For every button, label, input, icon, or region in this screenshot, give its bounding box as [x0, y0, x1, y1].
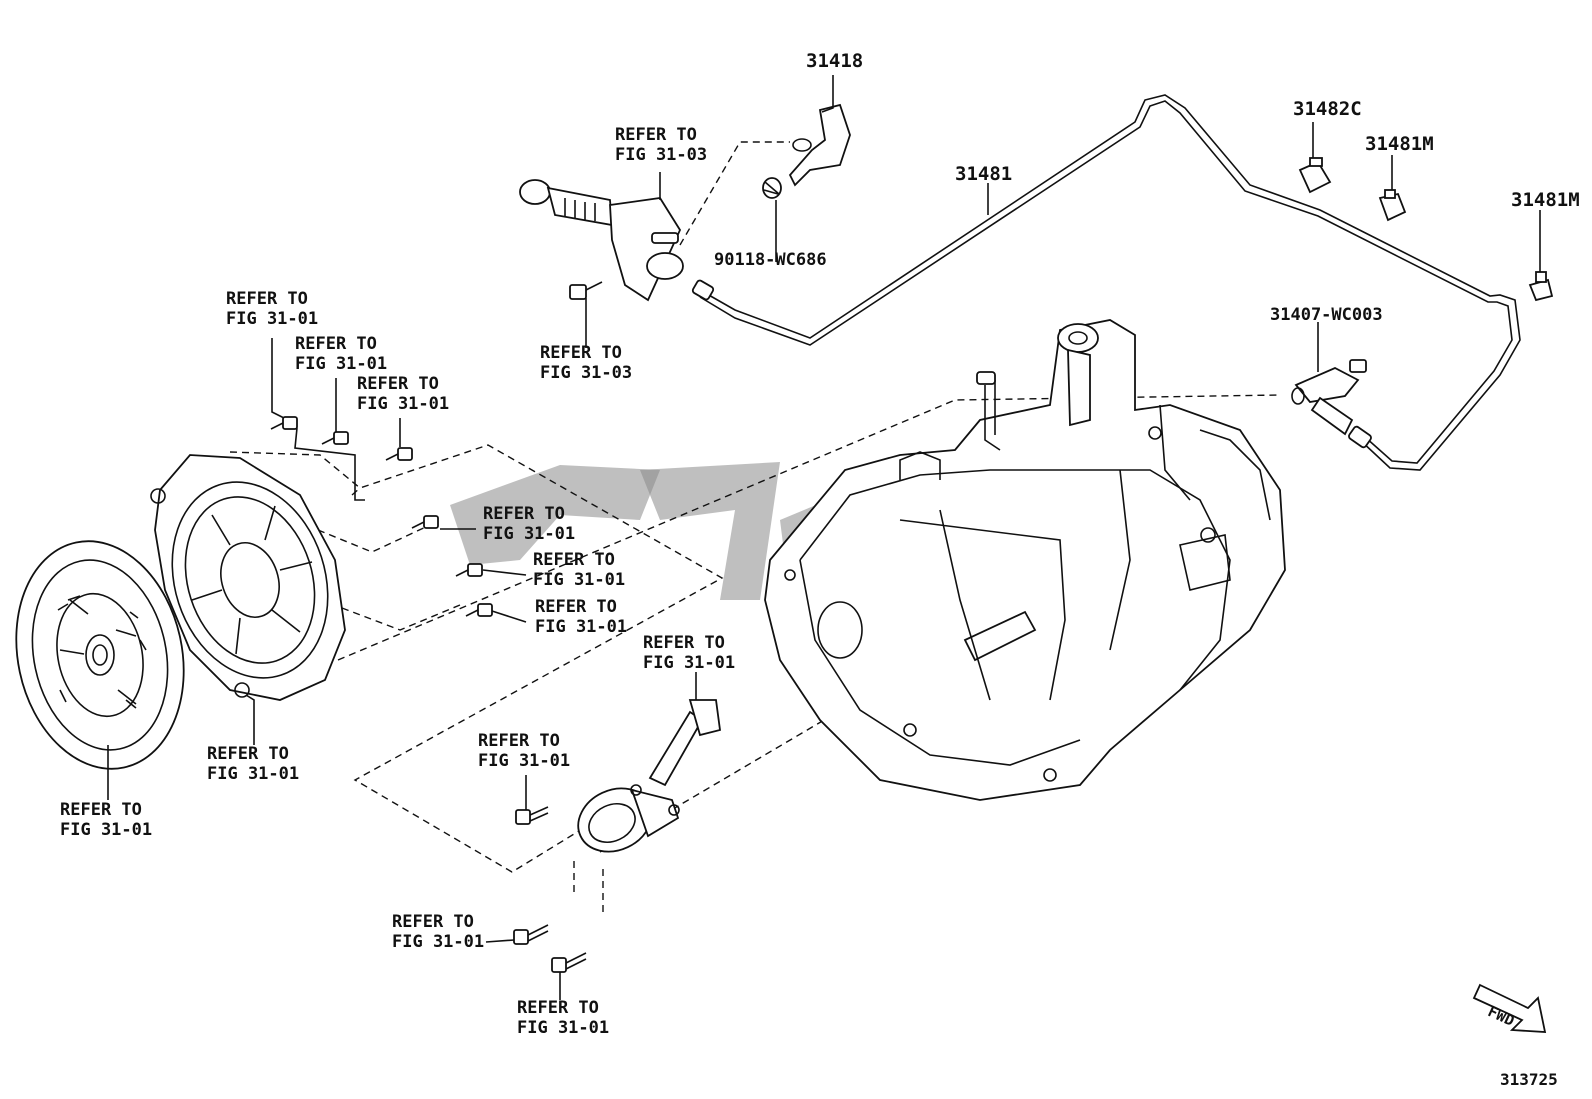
ref-label-line1: REFER TO	[207, 744, 289, 764]
fwd-arrow-icon: FWD	[1472, 983, 1547, 1033]
release-bolt-2	[513, 924, 549, 945]
ref-label-line2: FIG 31-01	[392, 932, 484, 952]
release-bolt-3	[551, 952, 587, 973]
ref-label-line2: FIG 31-01	[483, 524, 575, 544]
release-bolt-1	[515, 806, 549, 825]
part-number-31481m: 31481M	[1365, 133, 1434, 155]
part-number-31418: 31418	[806, 50, 863, 72]
clutch-cover	[150, 454, 346, 701]
ref-label-line2: FIG 31-01	[226, 309, 318, 329]
clamp-31481m-b	[1528, 271, 1554, 302]
ref-label-line1: REFER TO	[478, 731, 560, 751]
ref-label-line2: FIG 31-01	[533, 570, 625, 590]
release-bearing	[577, 699, 721, 853]
ref-label-line2: FIG 31-01	[295, 354, 387, 374]
clutch-pipe-31481	[691, 94, 1521, 471]
reference-labels: REFER TO FIG 31-01 REFER TO FIG 31-01 RE…	[60, 125, 735, 1038]
ref-label-line1: REFER TO	[483, 504, 565, 524]
ref-label-line2: FIG 31-01	[357, 394, 449, 414]
ref-label-line1: REFER TO	[392, 912, 474, 932]
bolt-1	[270, 416, 298, 430]
transmission-housing	[764, 319, 1286, 801]
clip-90118	[762, 177, 782, 199]
bolt-5	[455, 563, 483, 577]
ref-label-line1: REFER TO	[517, 998, 599, 1018]
bolt-6	[465, 603, 493, 617]
part-number-labels: 31418 90118-WC686 31481 31482C 31481M 31…	[714, 50, 1580, 325]
ref-label-line1: REFER TO	[615, 125, 697, 145]
bolt-3	[385, 447, 413, 461]
ref-label-line1: REFER TO	[357, 374, 439, 394]
ref-label-line1: REFER TO	[535, 597, 617, 617]
ref-label-line1: REFER TO	[643, 633, 725, 653]
ref-label-line2: FIG 31-01	[643, 653, 735, 673]
master-cylinder	[519, 179, 684, 302]
ref-label-line1: REFER TO	[226, 289, 308, 309]
ref-label-line1: REFER TO	[540, 343, 622, 363]
part-number-31481: 31481	[955, 163, 1012, 185]
ref-label-line2: FIG 31-03	[540, 363, 632, 383]
ref-label-line1: REFER TO	[295, 334, 377, 354]
part-number-90118: 90118-WC686	[714, 250, 827, 270]
part-number-31407: 31407-WC003	[1270, 305, 1383, 325]
clamp-31481m-a	[1378, 189, 1407, 222]
ref-label-line2: FIG 31-01	[60, 820, 152, 840]
diagram-number: 313725	[1500, 1070, 1558, 1089]
bolt-4	[411, 515, 439, 529]
union-31407	[1291, 359, 1367, 436]
clamp-31482c	[1298, 157, 1332, 194]
ref-label-line1: REFER TO	[60, 800, 142, 820]
part-number-31481m: 31481M	[1511, 189, 1580, 211]
leader-lines	[107, 75, 1541, 1000]
pipe-clip-31418	[788, 103, 851, 187]
ref-label-line2: FIG 31-01	[207, 764, 299, 784]
clutch-disc	[15, 540, 185, 770]
cover-bolts	[270, 416, 493, 617]
ref-label-line2: FIG 31-01	[517, 1018, 609, 1038]
bolt-2	[321, 431, 349, 445]
ref-label-line1: REFER TO	[533, 550, 615, 570]
ref-label-line2: FIG 31-01	[478, 751, 570, 771]
ref-label-line2: FIG 31-03	[615, 145, 707, 165]
part-number-31482c: 31482C	[1293, 98, 1362, 120]
ref-label-line2: FIG 31-01	[535, 617, 627, 637]
release-bolts	[513, 806, 587, 973]
